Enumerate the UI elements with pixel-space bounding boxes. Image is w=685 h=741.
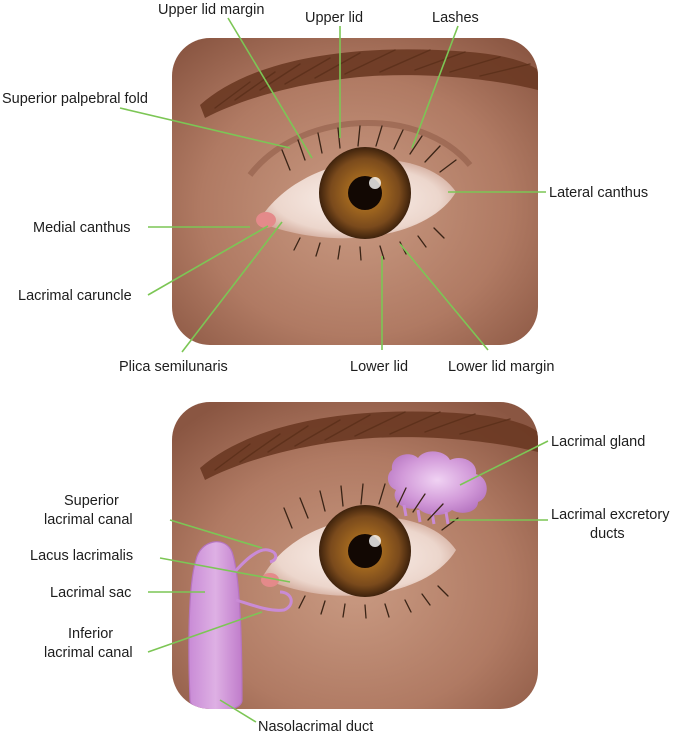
bottom-eye-illustration [172,402,538,711]
label-nasolacrimal-duct: Nasolacrimal duct [258,719,373,735]
label-lacrimal-sac: Lacrimal sac [50,585,131,601]
label-lateral-canthus: Lateral canthus [549,185,648,201]
label-upper-lid: Upper lid [305,10,363,26]
label-lower-lid: Lower lid [350,359,408,375]
label-superior-palpebral-fold: Superior palpebral fold [2,91,148,107]
label-superior-lacrimal-canal-line2: lacrimal canal [44,512,133,528]
label-lacrimal-excretory-ducts-line2: ducts [590,526,625,542]
label-medial-canthus: Medial canthus [33,220,131,236]
label-inferior-lacrimal-canal-line2: lacrimal canal [44,645,133,661]
label-lacrimal-gland: Lacrimal gland [551,434,645,450]
label-lacus-lacrimalis: Lacus lacrimalis [30,548,133,564]
label-upper-lid-margin: Upper lid margin [158,2,264,18]
lacrimal-sac-shape [189,542,242,712]
label-inferior-lacrimal-canal-line1: Inferior [68,626,113,642]
label-lacrimal-caruncle: Lacrimal caruncle [18,288,132,304]
label-plica-semilunaris: Plica semilunaris [119,359,228,375]
label-superior-lacrimal-canal-line1: Superior [64,493,119,509]
label-lashes: Lashes [432,10,479,26]
label-lower-lid-margin: Lower lid margin [448,359,554,375]
label-lacrimal-excretory-ducts-line1: Lacrimal excretory [551,507,670,523]
